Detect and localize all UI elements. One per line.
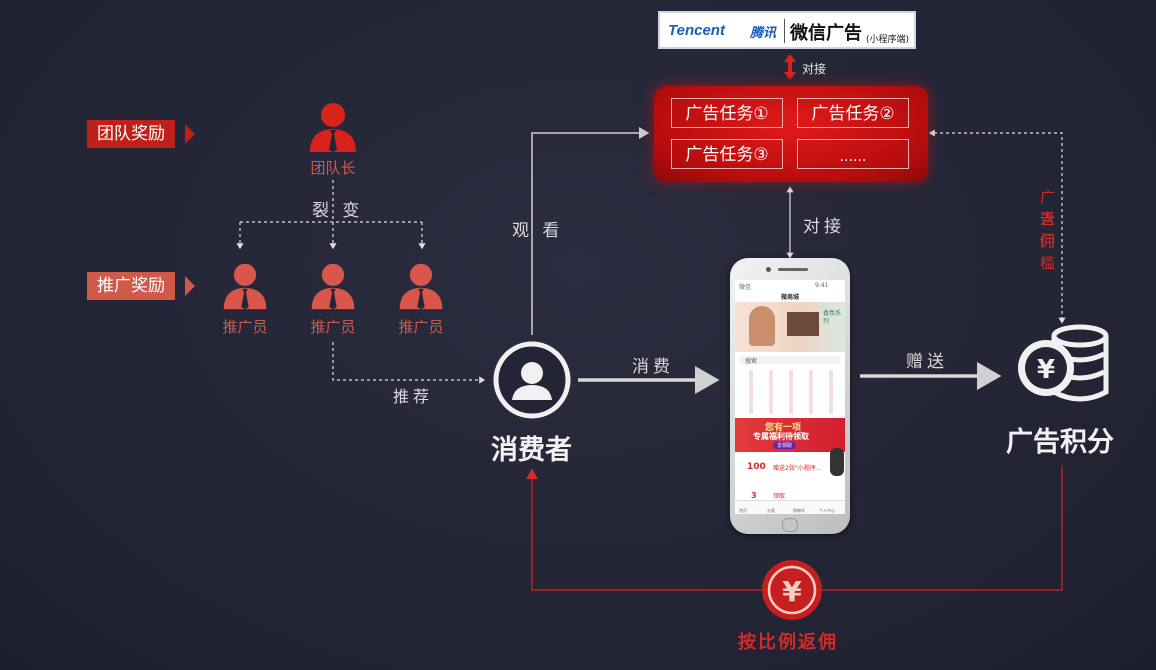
phone-title: 微商城 [781, 294, 800, 301]
phone-home-button [782, 518, 798, 532]
ad-task-3: 广告任务③ [671, 139, 783, 169]
phone-speaker [778, 268, 808, 271]
tencent-banner: Tencent 腾讯 微信广告 (小程序端) [658, 11, 916, 49]
phone-tabbar: 首页 分类 购物车 个人中心 [735, 500, 845, 514]
ad-threshold-col-3: 门槛 [1040, 232, 1058, 272]
promoter-icon-1 [223, 263, 267, 310]
phone-status-right: 9:41 [815, 282, 829, 289]
banner-text: 香氛系列 [823, 310, 842, 325]
coupon-text: 赠送2张“小程序... [773, 465, 822, 472]
svg-text:¥: ¥ [1037, 355, 1055, 385]
watch-label: 观 看 [512, 221, 564, 241]
phone-screen: 微信 9:41 微商城 香氛系列 搜索 您有一项 专属福利待领取 去领取 100… [735, 280, 845, 514]
promo-line2: 专属福利待领取 [753, 432, 809, 441]
consume-label: 消费 [632, 357, 674, 377]
coupon-value-2: 3 [751, 491, 757, 500]
phone-banner: 香氛系列 [735, 302, 845, 352]
coupon-text-2: 领取 [773, 493, 786, 500]
team-reward-tag: 团队奖励 [87, 120, 175, 148]
consumer-icon [493, 341, 571, 419]
recommend-label: 推荐 [393, 387, 434, 406]
promoter-icon-2 [311, 263, 355, 310]
ad-task-1: 广告任务① [671, 98, 783, 128]
rebate-coin-icon: ¥ [762, 560, 822, 620]
promoter-label-3: 推广员 [398, 318, 444, 336]
tencent-cn: 腾讯 [750, 26, 777, 41]
ad-task-more: ...... [797, 139, 909, 169]
ad-points-label: 广告积分 [1006, 427, 1114, 458]
phone-search-input[interactable]: 搜索 [739, 356, 841, 365]
phone-side-widget [830, 448, 844, 476]
ad-task-2: 广告任务② [797, 98, 909, 128]
product-grid [739, 370, 841, 414]
consumer-label: 消费者 [491, 435, 572, 466]
tab-cart[interactable]: 购物车 [793, 508, 805, 513]
promo-button[interactable]: 去领取 [773, 442, 797, 449]
team-tag-arrow [185, 124, 195, 144]
promo-banner: 您有一项 专属福利待领取 去领取 [735, 418, 845, 452]
rebate-label: 按比例返佣 [738, 632, 838, 653]
promo-reward-tag: 推广奖励 [87, 272, 175, 300]
ad-threshold-col-1: 广告 [1040, 188, 1058, 228]
link-label-top: 对接 [802, 62, 827, 76]
gift-label: 赠送 [906, 352, 948, 372]
svg-text:¥: ¥ [782, 575, 802, 608]
ad-threshold-col-2: 返佣 [1040, 210, 1058, 250]
miniprogram-sub: (小程序端) [866, 35, 910, 45]
tab-profile[interactable]: 个人中心 [819, 508, 835, 513]
phone-status-left: 微信 [739, 284, 752, 291]
promoter-icon-3 [399, 263, 443, 310]
promo-tag-arrow [185, 276, 195, 296]
wechat-ads-title: 微信广告 [790, 23, 862, 44]
team-leader-label: 团队长 [310, 159, 356, 177]
banner-product-image [787, 312, 819, 336]
banner-divider [784, 19, 785, 43]
fission-label: 裂 变 [312, 201, 364, 221]
coins-icon: ¥ [1018, 324, 1109, 402]
phone-camera [766, 267, 771, 272]
promoter-label-2: 推广员 [310, 318, 356, 336]
promo-line1: 您有一项 [765, 423, 802, 433]
promoter-label-1: 推广员 [222, 318, 268, 336]
link-label-mid: 对接 [803, 217, 845, 237]
tab-home[interactable]: 首页 [739, 508, 747, 513]
ad-task-panel [654, 86, 928, 182]
coupon-value: 100 [747, 462, 766, 472]
phone-mockup: 微信 9:41 微商城 香氛系列 搜索 您有一项 专属福利待领取 去领取 100… [730, 258, 850, 534]
banner-model-image [749, 306, 775, 346]
tab-category[interactable]: 分类 [767, 508, 775, 513]
team-leader-icon [310, 103, 356, 152]
tencent-logo-text: Tencent [668, 22, 725, 39]
